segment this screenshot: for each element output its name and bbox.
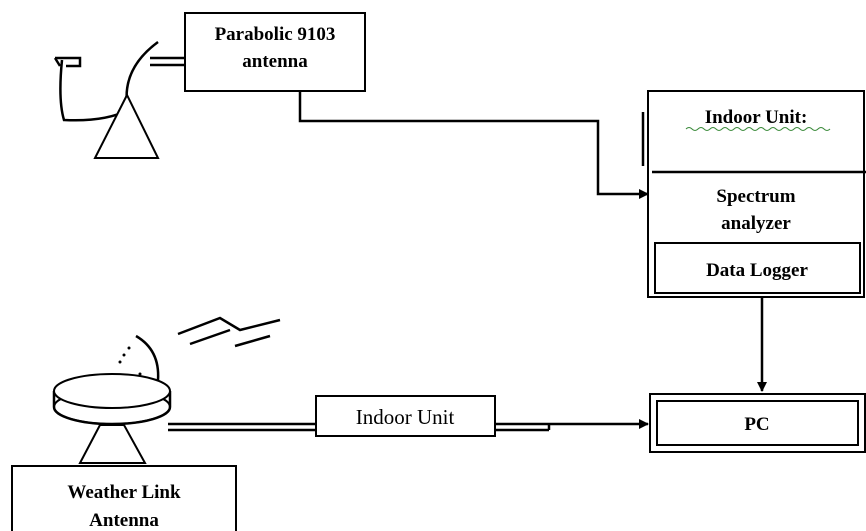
pc-box: PC xyxy=(649,393,866,453)
indoor-unit-header: Indoor Unit: xyxy=(705,107,808,128)
weather-antenna-icon xyxy=(52,334,172,464)
weather-link-box: Weather Link Antenna xyxy=(11,465,237,531)
indoor-unit-container: Indoor Unit: Spectrum analyzer Data Logg… xyxy=(641,90,866,298)
indoor-unit-link-label: Indoor Unit xyxy=(356,405,455,429)
weather-cable xyxy=(168,422,551,432)
weather-label-line2: Antenna xyxy=(89,510,159,531)
spellcheck-underline xyxy=(685,127,831,131)
parabolic-antenna-box: Parabolic 9103 antenna xyxy=(184,12,366,92)
signal-wave-icon xyxy=(177,316,281,348)
pc-label: PC xyxy=(744,414,769,435)
spectrum-label-line1: Spectrum xyxy=(716,186,795,207)
parabolic-dish-icon xyxy=(53,40,185,159)
weather-label-line1: Weather Link xyxy=(67,482,181,503)
data-logger-label: Data Logger xyxy=(706,260,808,281)
parabolic-label-line1: Parabolic 9103 xyxy=(215,24,336,45)
spectrum-label-line2: analyzer xyxy=(721,213,791,234)
parabolic-label-line2: antenna xyxy=(242,51,308,72)
indoor-unit-link-box: Indoor Unit xyxy=(315,395,496,437)
parabolic-to-spectrum-arrow xyxy=(298,91,649,199)
